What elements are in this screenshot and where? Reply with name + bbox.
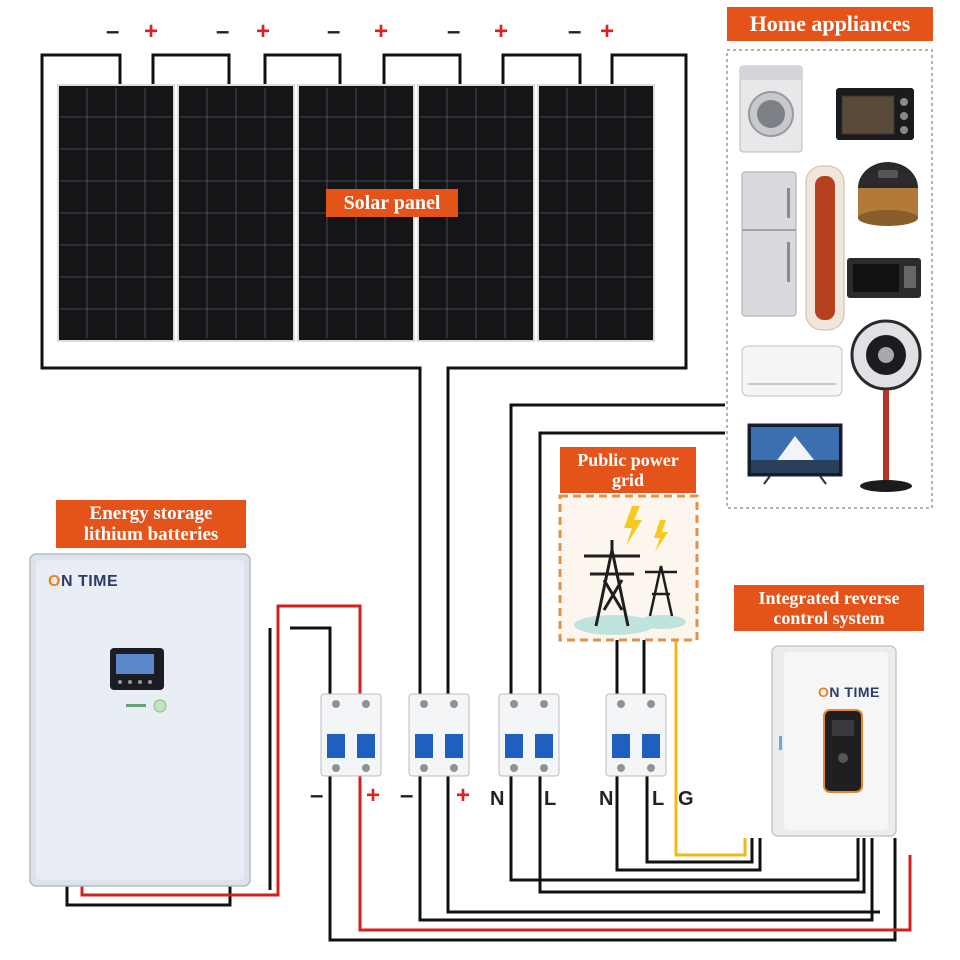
circuit-breaker <box>408 693 470 777</box>
panel-3-plus: + <box>374 18 389 45</box>
panel-1-minus: – <box>106 18 120 45</box>
battery-negative-in <box>65 880 232 907</box>
home-appliances-label: Home appliances <box>727 7 933 41</box>
battery-unit <box>29 553 251 887</box>
battery-power-button <box>153 699 167 713</box>
solar-panel-label: Solar panel <box>326 189 458 217</box>
bus-battery-neg <box>328 775 897 942</box>
series-wire-4 <box>501 53 582 85</box>
solar-panels <box>57 84 655 342</box>
grid-l-terminal: L <box>652 788 665 810</box>
panel-5-minus: – <box>568 18 582 45</box>
panel-5-plus: + <box>600 18 615 45</box>
series-wire-2 <box>263 53 342 85</box>
television-icon <box>747 423 843 485</box>
load-n-terminal: N <box>490 788 505 810</box>
lightning-icon <box>624 506 642 546</box>
wires-black <box>40 53 897 942</box>
tower-air-conditioner-icon <box>805 165 845 331</box>
lightning-icon <box>654 520 668 552</box>
transmission-tower-small-icon <box>645 565 677 617</box>
appliance-feed-1 <box>509 403 725 700</box>
rice-cooker-icon <box>858 162 918 226</box>
breakers <box>320 693 667 777</box>
public-power-grid-label: Public power grid <box>560 447 696 493</box>
panel-2-minus: – <box>216 18 230 45</box>
panel-4-plus: + <box>494 18 509 45</box>
grid-g-terminal: G <box>678 788 694 810</box>
ground-wire <box>674 640 747 857</box>
panel-2-plus: + <box>256 18 271 45</box>
inverter-unit <box>771 645 897 837</box>
panel-3-minus: – <box>327 18 341 45</box>
inverter-brand-logo: ON TIME <box>818 684 880 700</box>
circuit-breaker <box>320 693 382 777</box>
panel-1-plus: + <box>144 18 159 45</box>
wall-air-conditioner-icon <box>741 345 843 397</box>
solar-minus-terminal: – <box>400 782 414 809</box>
appliances-box <box>726 49 933 509</box>
bus-battery-pos <box>358 775 912 932</box>
series-wire-3 <box>382 53 462 85</box>
energy-storage-label: Energy storage lithium batteries <box>56 500 246 548</box>
wires-red <box>80 604 912 932</box>
battery-positive-bottom <box>80 835 280 897</box>
battery-positive-wire <box>276 604 362 835</box>
circuit-breaker <box>498 693 560 777</box>
bus-load-n <box>509 775 860 882</box>
battery-brand-logo: ON TIME <box>48 573 119 590</box>
microwave-icon <box>847 258 921 298</box>
circuit-breaker <box>605 693 667 777</box>
appliance-feed-2 <box>538 431 725 700</box>
reverse-control-label: Integrated reverse control system <box>734 585 924 631</box>
battery-minus-terminal: – <box>310 782 324 809</box>
oven-icon <box>836 88 914 140</box>
refrigerator-icon <box>741 171 797 317</box>
transmission-tower-icon <box>584 540 640 627</box>
battery-negative-link <box>290 626 332 700</box>
solar-plus-terminal: + <box>456 782 471 809</box>
washing-machine-icon <box>739 65 803 153</box>
grid-n-terminal: N <box>599 788 614 810</box>
battery-plus-terminal: + <box>366 782 381 809</box>
bus-solar-pos <box>446 775 880 914</box>
panel-4-minus: – <box>447 18 461 45</box>
series-wire-1 <box>151 53 231 85</box>
bus-grid-n <box>615 775 762 872</box>
power-grid-box <box>558 494 699 642</box>
array-positive-wire <box>446 53 688 700</box>
load-l-terminal: L <box>544 788 557 810</box>
bus-grid-l <box>645 775 754 864</box>
bus-solar-neg <box>418 775 874 922</box>
array-negative-wire <box>40 53 422 700</box>
standing-fan-icon <box>850 319 922 492</box>
bus-load-l <box>538 775 866 894</box>
wires-yellow <box>674 640 747 857</box>
